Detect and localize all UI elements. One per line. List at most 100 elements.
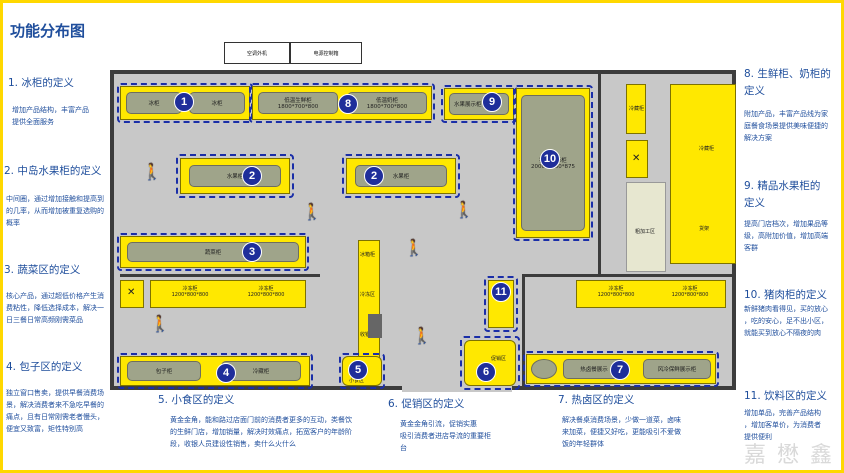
zone-8-outline [249, 83, 435, 123]
floor-plan: 冰柜 冰柜 1 低温生鲜柜 1800*700*800 低温奶柜 1800*700… [110, 70, 736, 392]
right-freezer-1-size: 1200*800*800 [597, 292, 635, 298]
ac-unit-label: 空调外机 [224, 42, 290, 64]
customer-icon: 🚶 [454, 200, 474, 219]
desc-11-title: 11. 饮料区的定义 [744, 390, 828, 402]
desc-7-title: 7. 热卤区的定义 [558, 394, 635, 406]
process-area-label: 粗加工区 [635, 229, 656, 235]
badge-4: 4 [216, 363, 236, 383]
inner-wall-bottom [522, 274, 525, 386]
mid-freezer-2-size: 1200*800*800 [247, 292, 285, 298]
mid-freezer-1-size: 1200*800*800 [171, 292, 209, 298]
power-box-label: 电源控制箱 [290, 42, 362, 64]
desc-3-body: 核心产品，通过超低价格产生消 费粘性，降低选择成本，解决一 日三餐日常高频刚需菜… [6, 292, 104, 324]
snack-column: 冰箱柜 冷冻区 收银区 [358, 240, 380, 374]
sink-x-icon: ✕ [632, 153, 641, 164]
customer-icon: 🚶 [404, 238, 424, 257]
hot-pot-icon [531, 359, 557, 379]
zone-10-outline [513, 85, 593, 241]
badge-7: 7 [610, 360, 630, 380]
sink-cabinet: ✕ [626, 140, 648, 178]
desc-1-body: 增加产品结构，丰富产品 提供全面服务 [12, 106, 89, 126]
desc-5-body: 黄金金角，能和路过店面门前的消费者更多的互动，类餐饮 的生鲜门店，增加销量，解决… [170, 416, 352, 448]
right-freezer-2: 冷冻柜 1200*800*800 [657, 285, 723, 298]
badge-1: 1 [174, 92, 194, 112]
right-freezer-row: 冷冻柜 1200*800*800 冷冻柜 1200*800*800 [576, 280, 726, 308]
watermark: 嘉 懋 鑫 [744, 443, 834, 468]
zone-4-outline [117, 353, 313, 389]
zone-2b-outline [342, 154, 460, 198]
fresh-cabinet-size: 1800*700*800 [277, 104, 319, 110]
cold-cabinet-a-label: 冷藏柜 [629, 106, 645, 112]
snack-a-label: 冰箱柜 [360, 252, 376, 258]
cold-bottom-cabinet: 冷藏柜 [221, 361, 301, 381]
desc-6-body: 黄金金角引流，促销实惠 吸引消费者进店导流的重要柜 台 [400, 420, 491, 452]
cold-cabinet-a: 冷藏柜 [626, 84, 646, 134]
milk-cabinet: 低温奶柜 1800*700*800 [347, 92, 427, 114]
desc-8-title: 8. 生鲜柜、奶柜的 定义 [744, 68, 831, 97]
right-freezer-2-label: 冷冻柜 [682, 286, 698, 292]
desc-4-body: 独立窗口售卖，提供早餐消费场 景，解决消费者来不急吃早餐的 痛点，且有日常刚需老… [6, 389, 104, 433]
zone-2a-outline [176, 154, 294, 198]
zone-9-outline [441, 85, 517, 123]
promo-label: 促销区 [491, 356, 507, 362]
cash-register [368, 314, 382, 338]
desc-2-title: 2. 中岛水果柜的定义 [4, 165, 102, 177]
badge-2b: 2 [364, 166, 384, 186]
zone-3-outline [117, 233, 309, 271]
mid-left-box: ✕ [120, 280, 144, 308]
inner-wall-bottom-top [522, 274, 732, 277]
customer-icon: 🚶 [150, 314, 170, 333]
desc-4-title: 4. 包子区的定义 [6, 361, 83, 373]
badge-2a: 2 [242, 166, 262, 186]
badge-11: 11 [491, 282, 511, 302]
air-cure-cabinet: 风冷保鲜展示柜 [643, 359, 711, 379]
desc-11-body: 增加单品，完善产品结构 ，增加客单价，为消费者 提供便利 [744, 409, 821, 441]
fresh-cabinet-label: 低温生鲜柜 [284, 98, 312, 104]
mid-freezer-2: 冷冻柜 1200*800*800 [235, 285, 297, 298]
right-freezer-1-label: 冷冻柜 [608, 286, 624, 292]
desc-10-title: 10. 猪肉柜的定义 [744, 289, 828, 301]
freezer-row: 冰柜 冰柜 [120, 86, 250, 120]
storage-label: 货架 [699, 226, 710, 232]
badge-10: 10 [540, 149, 560, 169]
badge-8: 8 [338, 94, 358, 114]
zone-7-outline [523, 351, 719, 387]
process-room: 粗加工区 [626, 182, 666, 272]
baozi-cabinet: 包子柜 [127, 361, 201, 381]
customer-icon: 🚶 [302, 202, 322, 221]
inner-wall-right [598, 74, 601, 274]
badge-5: 5 [348, 360, 368, 380]
desc-1-title: 1. 冰柜的定义 [8, 77, 74, 89]
desc-9-title: 9. 精品水果柜的 定义 [744, 180, 821, 209]
zone-5-outline [339, 353, 385, 389]
inner-wall-left [120, 274, 320, 277]
badge-9: 9 [482, 92, 502, 112]
cold-cabinet-b-label: 冷藏柜 [699, 146, 715, 152]
freezer-left: 冰柜 [126, 92, 182, 114]
desc-2-body: 中间圈，通过增加接触和提高到 的几率，从而增加被重复选购的 概率 [6, 195, 104, 227]
right-freezer-2-size: 1200*800*800 [671, 292, 709, 298]
customer-icon: 🚶 [412, 326, 432, 345]
milk-cabinet-size: 1800*700*800 [366, 104, 408, 110]
mid-left-x-icon: ✕ [127, 287, 136, 298]
right-freezer-1: 冷冻柜 1200*800*800 [583, 285, 649, 298]
mid-freezer-row: 冷冻柜 1200*800*800 冷冻柜 1200*800*800 [150, 280, 306, 308]
desc-3-title: 3. 蔬菜区的定义 [4, 264, 81, 276]
desc-5-title: 5. 小食区的定义 [158, 394, 235, 406]
badge-6: 6 [476, 362, 496, 382]
milk-cabinet-label: 低温奶柜 [375, 98, 398, 104]
snack-c-label: 冷冻区 [360, 292, 376, 298]
zone-6-outline [460, 336, 520, 390]
snack-b-label: 小食区 [349, 378, 365, 384]
hot-braise-row: 热卤餐展示 风冷保鲜展示柜 [526, 354, 716, 384]
entrance-gap [402, 384, 512, 392]
mid-freezer-1: 冷冻柜 1200*800*800 [159, 285, 221, 298]
mid-freezer-1-label: 冷冻柜 [182, 286, 198, 292]
zone-11-outline [484, 276, 518, 332]
mid-freezer-2-label: 冷冻柜 [258, 286, 274, 292]
desc-6-title: 6. 促销区的定义 [388, 398, 465, 410]
cashier-label: 收银区 [360, 331, 375, 338]
fresh-cabinet: 低温生鲜柜 1800*700*800 [258, 92, 338, 114]
page-title: 功能分布图 [10, 22, 86, 40]
